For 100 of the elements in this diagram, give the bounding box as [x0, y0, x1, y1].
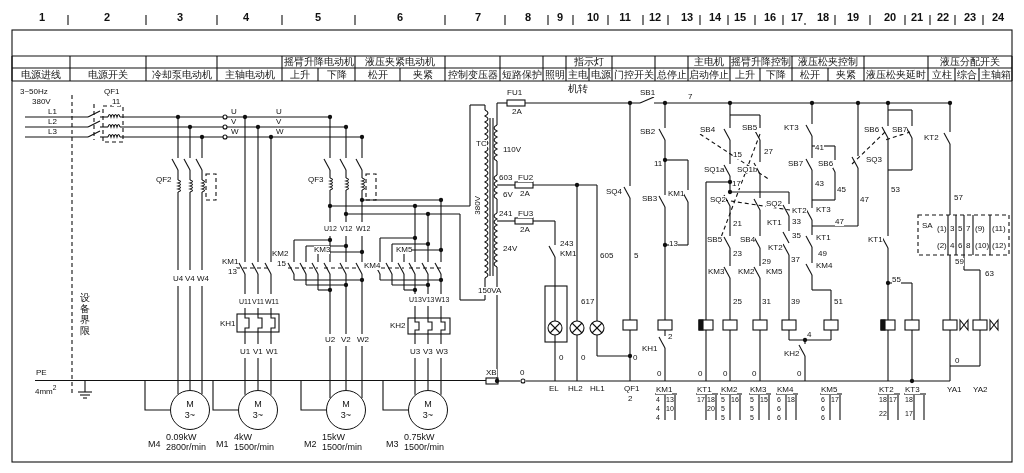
component-label: 设备界限	[80, 292, 90, 336]
component-label: 33	[792, 218, 801, 226]
component-label: 2A	[520, 226, 530, 234]
component-label: FU2	[518, 174, 534, 182]
component-label: (12)	[992, 242, 1007, 250]
wire-size-label: 4mm$^{2}$	[35, 385, 57, 396]
ground-bus-bar	[35, 368, 486, 381]
component-label: 0	[559, 354, 564, 362]
component-label: YA2	[973, 386, 988, 394]
motor-text: 3~	[340, 410, 352, 421]
component-label: 11	[112, 98, 121, 106]
component-label: KM5	[766, 268, 783, 276]
component-label: XB	[486, 369, 497, 377]
component-label: SB5	[742, 124, 758, 132]
component-label: 57	[954, 194, 963, 202]
component-label: 241	[499, 210, 513, 218]
component-label: SB4	[700, 126, 716, 134]
component-label: 605	[600, 252, 614, 260]
component-label: 2	[628, 395, 633, 403]
ground-wire	[300, 380, 327, 411]
component-label: 29	[762, 258, 771, 266]
component-label: 25	[733, 298, 742, 306]
component-label: 17	[732, 180, 741, 188]
motor-rating: 2800r/min	[166, 443, 207, 452]
component-label: 380V	[474, 196, 482, 215]
component-label: 7	[966, 225, 971, 233]
component-label: 13	[669, 240, 678, 248]
section-label: 主轴箱	[980, 70, 1011, 80]
component-label: 51	[834, 298, 843, 306]
component-label: 41	[815, 144, 824, 152]
component-label: KH1	[220, 320, 236, 328]
component-label: KT3	[816, 206, 831, 214]
component-label: KM4	[364, 262, 381, 270]
ground-wire	[212, 380, 239, 411]
section-label: 启动停止	[689, 70, 729, 80]
section-label: 机转	[568, 84, 588, 94]
component-label: 243	[560, 240, 574, 248]
component-label: 0	[723, 370, 728, 378]
component-label: KM2	[272, 250, 289, 258]
component-label: 49	[818, 250, 827, 258]
component-label: 2	[668, 333, 673, 341]
column-number: 11	[616, 12, 634, 23]
component-label: W	[276, 128, 284, 136]
component-label: 0	[657, 370, 662, 378]
motor-symbol	[238, 390, 278, 430]
component-label: 53	[891, 186, 900, 194]
component-label: KM5	[396, 246, 413, 254]
component-label: U	[276, 108, 282, 116]
section-label: 门控开关	[613, 70, 654, 80]
component-label: 110V	[503, 146, 522, 154]
column-number: 10	[584, 12, 602, 23]
component-label: QF1	[624, 385, 640, 393]
component-label: L2	[48, 118, 57, 126]
component-label: 0	[955, 357, 960, 365]
column-number: 24	[989, 12, 1007, 23]
component-label: W3	[436, 348, 448, 356]
motor-rating: 1500r/min	[322, 443, 363, 452]
component-label: KM2	[721, 386, 738, 394]
motor-rating: 1500r/min	[404, 443, 445, 452]
component-label: KH1	[642, 345, 658, 353]
component-label: KM1	[222, 258, 239, 266]
component-label: 63	[985, 270, 994, 278]
component-label: SB2	[640, 128, 656, 136]
component-label: 0	[633, 354, 638, 362]
bus-label: PE	[36, 369, 47, 377]
component-label: SB5	[707, 236, 723, 244]
component-label: W4	[197, 275, 209, 283]
component-label: KM4	[816, 262, 833, 270]
component-label: KT1	[697, 386, 712, 394]
component-label: 37	[791, 256, 800, 264]
component-label: 5	[634, 252, 639, 260]
component-label: SB7	[788, 160, 804, 168]
column-number: 14	[706, 12, 724, 23]
component-label: 4	[950, 242, 955, 250]
component-label: 15	[733, 151, 742, 159]
component-label: KT3	[905, 386, 920, 394]
component-label: 59	[955, 258, 964, 266]
component-label: 3	[950, 225, 955, 233]
section-heading: 摇臂升降控制	[731, 57, 791, 67]
component-label: 8	[966, 242, 971, 250]
component-label: 2A	[520, 190, 530, 198]
component-label: U	[231, 108, 237, 116]
section-label: 综合	[956, 70, 978, 80]
component-label: HL2	[568, 385, 583, 393]
component-label: 45	[837, 186, 846, 194]
component-label: KH2	[784, 350, 800, 358]
component-label: W	[231, 128, 239, 136]
motor-text: 3~	[252, 410, 264, 421]
component-label: 6	[958, 242, 963, 250]
component-label: SB7	[892, 126, 908, 134]
motor-text: M	[424, 399, 432, 410]
component-label: FU3	[518, 210, 534, 218]
component-label: SQ2	[710, 196, 726, 204]
component-label: 35	[792, 232, 801, 240]
motor-symbol	[170, 390, 210, 430]
component-label: 3~50Hz	[20, 88, 48, 96]
component-label: 6V	[503, 191, 513, 199]
component-label: V2	[341, 336, 351, 344]
section-label: 总停止	[656, 70, 687, 80]
component-label: KM1	[668, 190, 685, 198]
